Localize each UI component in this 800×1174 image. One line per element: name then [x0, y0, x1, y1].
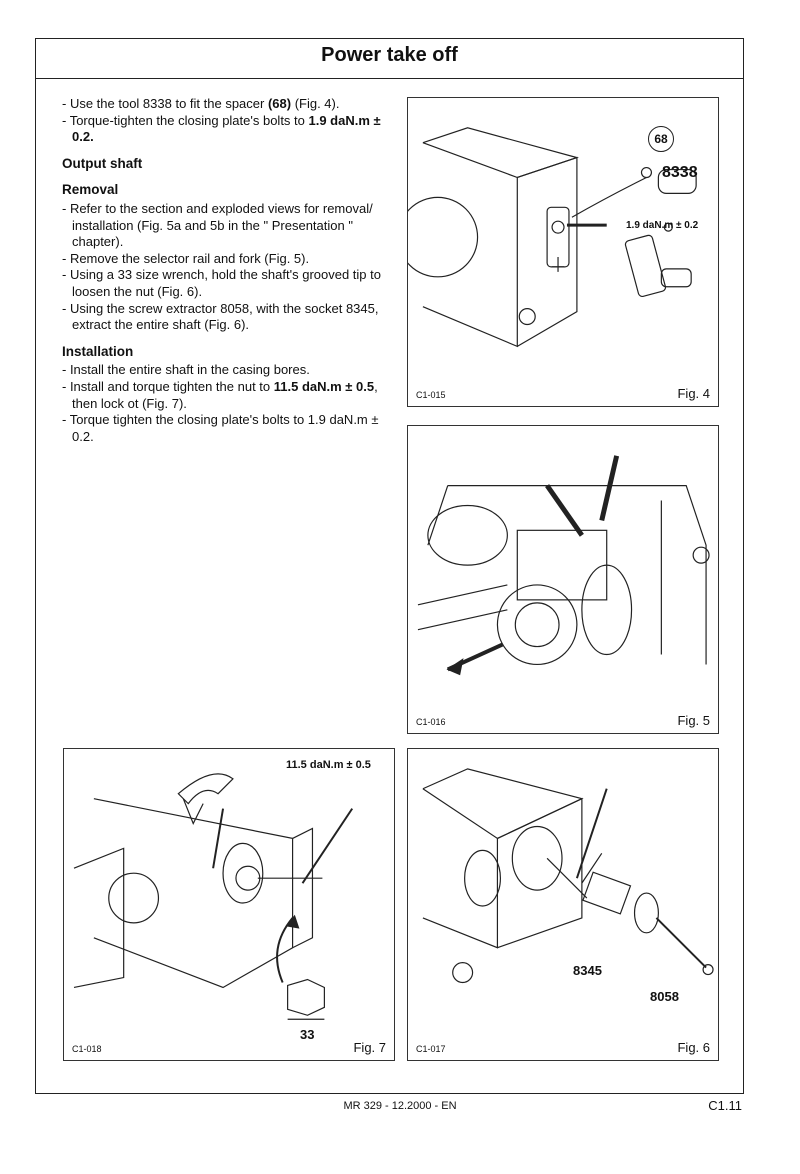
document-reference: MR 329 - 12.2000 - EN — [343, 1100, 457, 1112]
torque-label: 1.9 daN.m ± 0.2 — [626, 220, 699, 231]
removal-item: - Remove the selector rail and fork (Fig… — [62, 250, 310, 266]
removal-item: - Using a 33 size wrench, hold the shaft… — [62, 267, 381, 299]
installation-item: - Torque tighten the closing plate's bol… — [62, 412, 379, 444]
shaft-extraction-drawing — [422, 768, 714, 984]
title-divider — [35, 78, 744, 79]
removal-heading: Removal — [62, 182, 119, 198]
figure-7: 11.5 daN.m ± 0.5 33 C1-018 Fig. 7 — [63, 748, 395, 1061]
nut-tightening-drawing — [73, 773, 354, 1020]
removal-item: - Refer to the section and exploded view… — [62, 200, 373, 250]
socket-label: 8345 — [573, 963, 602, 978]
installation-item: - Install and torque tighten the nut to … — [62, 378, 378, 411]
figure-4: 68 8338 1.9 daN.m ± 0.2 C1-015 Fig. 4 — [407, 97, 719, 407]
figure-number: Fig. 7 — [353, 1040, 386, 1055]
page-frame — [35, 38, 744, 1094]
figure-code: C1-017 — [416, 1044, 446, 1054]
figure-code: C1-015 — [416, 390, 446, 400]
extractor-label: 8058 — [650, 989, 679, 1004]
page-title: Power take off — [321, 44, 458, 66]
tool-label: 8338 — [662, 164, 698, 181]
figure-number: Fig. 5 — [677, 713, 710, 728]
instructions: - Use the tool 8338 to fit the spacer (6… — [62, 96, 390, 445]
intro-item: - Torque-tighten the closing plate's bol… — [62, 112, 381, 145]
gearbox-casing-drawing — [408, 127, 697, 348]
part-callout-68: 68 — [648, 126, 674, 152]
intro-item: - Use the tool 8338 to fit the spacer (6… — [62, 96, 340, 111]
wrench-size-label: 33 — [300, 1027, 315, 1042]
figure-6: 8345 8058 C1-017 Fig. 6 — [407, 748, 719, 1061]
figure-code: C1-016 — [416, 717, 446, 727]
section-title: Output shaft — [62, 155, 143, 171]
figure-number: Fig. 4 — [677, 386, 710, 401]
figure-number: Fig. 6 — [677, 1040, 710, 1055]
page-number: C1.11 — [708, 1098, 742, 1113]
figure-code: C1-018 — [72, 1044, 102, 1054]
torque-label: 11.5 daN.m ± 0.5 — [286, 759, 371, 771]
selector-rail-drawing — [417, 455, 710, 676]
installation-heading: Installation — [62, 343, 134, 359]
figure-5: C1-016 Fig. 5 — [407, 425, 719, 734]
installation-item: - Install the entire shaft in the casing… — [62, 362, 310, 378]
removal-item: - Using the screw extractor 8058, with t… — [62, 300, 379, 333]
